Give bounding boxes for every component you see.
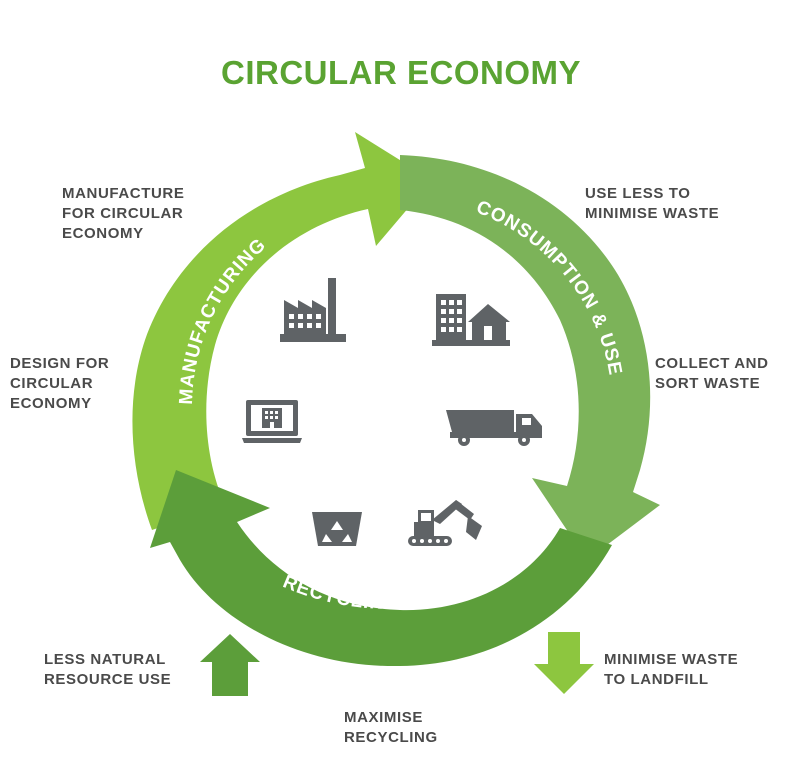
minimise-landfill-label: MINIMISE WASTE TO LANDFILL	[604, 651, 739, 688]
design-for-circular-label: DESIGN FOR CIRCULAR ECONOMY	[10, 355, 110, 412]
excavator-icon	[408, 500, 482, 546]
consumption-arc	[400, 155, 660, 560]
diagram-title: CIRCULAR ECONOMY	[221, 54, 581, 91]
recycling-arc	[150, 470, 612, 667]
recycle-bin-icon	[312, 512, 362, 546]
buildings-house-icon	[432, 294, 510, 346]
use-less-label: USE LESS TO MINIMISE WASTE	[585, 185, 720, 222]
truck-icon	[446, 410, 542, 446]
minimise-landfill-down-arrow	[534, 632, 594, 694]
collect-sort-label: COLLECT AND SORT WASTE	[655, 355, 769, 392]
less-natural-resource-label: LESS NATURAL RESOURCE USE	[44, 651, 172, 688]
laptop-icon	[242, 400, 302, 443]
maximise-recycling-label: MAXIMISE RECYCLING	[344, 709, 438, 746]
less-resource-up-arrow	[200, 634, 260, 696]
factory-icon	[280, 278, 346, 342]
manufacture-for-circular-label: MANUFACTURE FOR CIRCULAR ECONOMY	[62, 185, 185, 242]
